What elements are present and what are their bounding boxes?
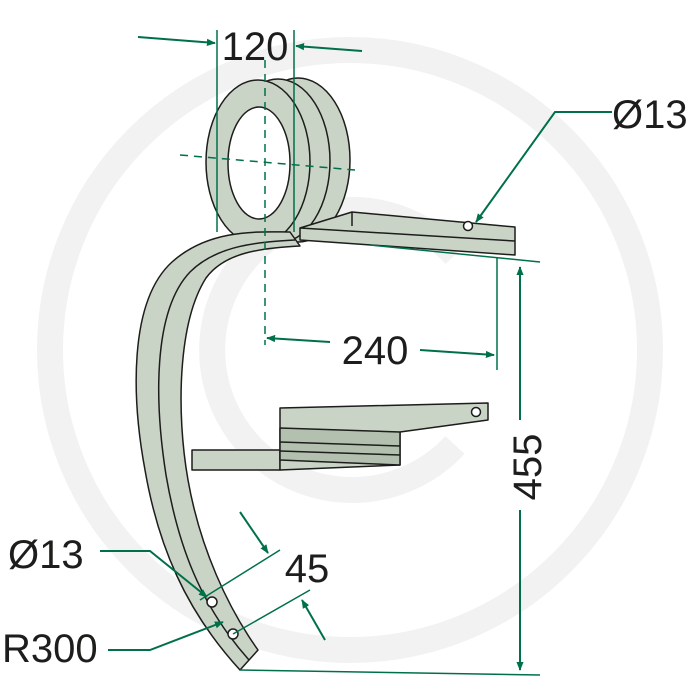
bottom-hole-diameter-label: Ø13 <box>8 533 84 577</box>
center-lines <box>179 60 356 345</box>
mounting-arm-side-view <box>191 402 489 471</box>
hole-spacing-label: 45 <box>285 547 330 591</box>
coil-width-label: 120 <box>222 25 289 69</box>
top-hole-diameter-label: Ø13 <box>612 93 688 137</box>
height-label: 455 <box>506 434 550 501</box>
spring-tine <box>135 77 516 671</box>
dimension-lines <box>100 30 612 676</box>
arm-length-label: 240 <box>342 329 409 373</box>
radius-label: R300 <box>2 627 98 671</box>
